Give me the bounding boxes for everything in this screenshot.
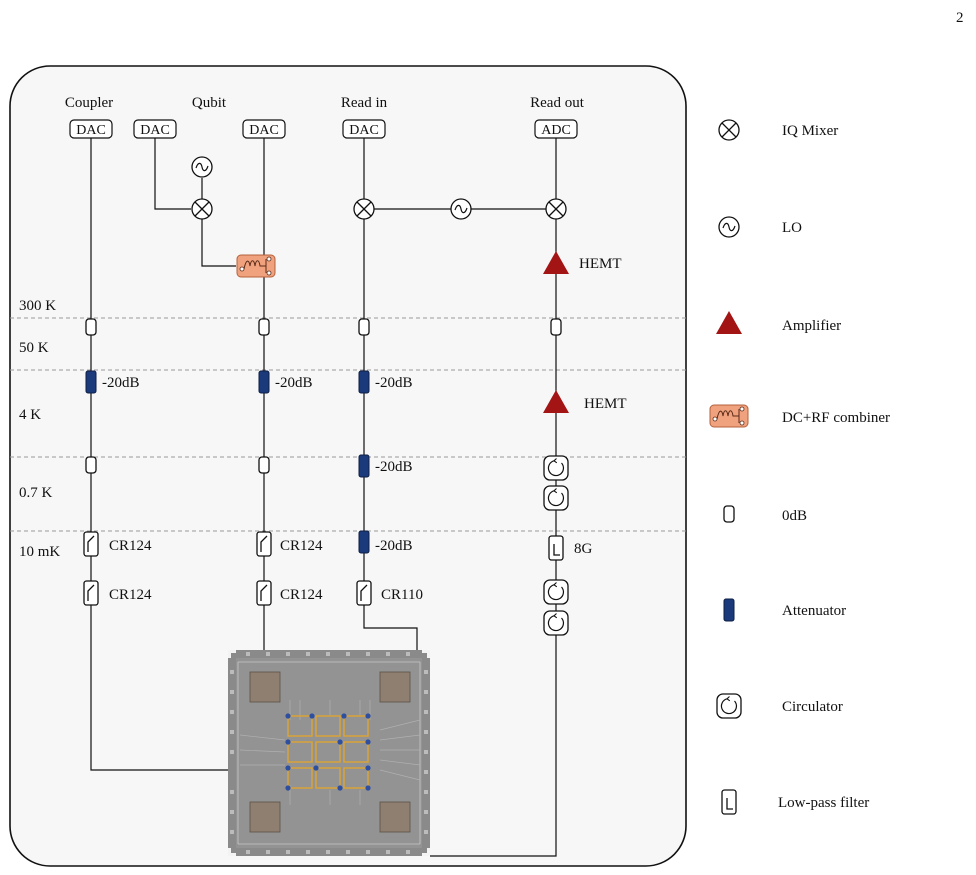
column-qubit: Qubit <box>192 95 227 111</box>
stage-label-10mk: 10 mK <box>19 544 60 560</box>
filter-label: CR124 <box>109 538 152 554</box>
legend-label-low-pass-filter: Low-pass filter <box>778 795 869 811</box>
dac-coupler-label: DAC <box>76 123 106 138</box>
circulator-icon <box>716 693 742 719</box>
adc-read-out-label: ADC <box>541 123 571 138</box>
legend-label-amplifier: Amplifier <box>782 318 841 334</box>
low-pass-filter-icon <box>548 535 564 561</box>
iq-mixer-icon <box>353 198 375 220</box>
page-number: 2 <box>956 10 964 26</box>
low-pass-filter-icon <box>721 789 737 815</box>
dc-rf-combiner-icon <box>236 254 276 278</box>
lo-icon <box>191 156 213 178</box>
filter-label: CR124 <box>280 538 323 554</box>
stage-label-50k: 50 K <box>19 340 49 356</box>
legend-label-circulator: Circulator <box>782 699 843 715</box>
zero-db-icon <box>358 318 370 336</box>
zero-db-icon <box>85 456 97 474</box>
circulator-icon <box>543 485 569 511</box>
column-coupler: Coupler <box>65 95 113 111</box>
attenuation-label: -20dB <box>102 375 140 391</box>
low-pass-filter-icon <box>356 580 372 606</box>
attenuator-icon <box>358 454 370 478</box>
lo-icon <box>450 198 472 220</box>
attenuation-label: -20dB <box>375 375 413 391</box>
low-pass-filter-icon <box>256 531 272 557</box>
zero-db-icon <box>258 318 270 336</box>
dac-read-in: DAC <box>342 119 386 139</box>
zero-db-icon <box>258 456 270 474</box>
low-pass-filter-icon <box>83 531 99 557</box>
legend-label-lo: LO <box>782 220 802 236</box>
dac-qubit-ac-label: DAC <box>140 123 170 138</box>
zero-db-icon <box>550 318 562 336</box>
stage-label-0-7k: 0.7 K <box>19 485 53 501</box>
circulator-icon <box>543 455 569 481</box>
attenuator-icon <box>85 370 97 394</box>
attenuation-label: -20dB <box>375 459 413 475</box>
attenuator-icon <box>358 370 370 394</box>
iq-mixer-icon <box>545 198 567 220</box>
legend-label-attenuator: Attenuator <box>782 603 846 619</box>
dac-qubit-dc-label: DAC <box>249 123 279 138</box>
attenuation-label: -20dB <box>375 538 413 554</box>
low-pass-filter-icon <box>256 580 272 606</box>
amplifier-icon <box>716 311 742 334</box>
legend-label-0db: 0dB <box>782 508 807 524</box>
legend: IQ Mixer LO Amplifier DC+RF combiner 0dB… <box>709 119 890 815</box>
iq-mixer-icon <box>191 198 213 220</box>
dac-qubit-ac: DAC <box>133 119 177 139</box>
fridge-panel <box>9 65 687 867</box>
circulator-icon <box>543 579 569 605</box>
dac-coupler: DAC <box>69 119 113 139</box>
legend-label-dc-rf-combiner: DC+RF combiner <box>782 410 890 426</box>
filter-label-8g: 8G <box>574 541 593 557</box>
lo-icon <box>718 216 740 238</box>
attenuation-label: -20dB <box>275 375 313 391</box>
dac-read-in-label: DAC <box>349 123 379 138</box>
qubit-chip <box>228 650 430 856</box>
attenuator-icon <box>723 598 735 622</box>
column-read-in: Read in <box>341 95 388 111</box>
low-pass-filter-icon <box>83 580 99 606</box>
iq-mixer-icon <box>718 119 740 141</box>
attenuator-icon <box>258 370 270 394</box>
adc-read-out: ADC <box>534 119 578 139</box>
stage-label-300k: 300 K <box>19 298 56 314</box>
stage-separators <box>10 317 686 532</box>
zero-db-icon <box>723 505 735 523</box>
zero-db-icon <box>85 318 97 336</box>
attenuator-icon <box>358 530 370 554</box>
column-read-out: Read out <box>530 95 585 111</box>
circulator-icon <box>543 610 569 636</box>
filter-label: CR124 <box>280 587 323 603</box>
filter-label: CR110 <box>381 587 423 603</box>
stage-label-4k: 4 K <box>19 407 41 423</box>
legend-label-iq-mixer: IQ Mixer <box>782 123 838 139</box>
filter-label: CR124 <box>109 587 152 603</box>
dc-rf-combiner-icon <box>709 404 749 428</box>
hemt-label-room: HEMT <box>579 256 622 272</box>
hemt-label-4k: HEMT <box>584 396 627 412</box>
dac-qubit-dc: DAC <box>242 119 286 139</box>
